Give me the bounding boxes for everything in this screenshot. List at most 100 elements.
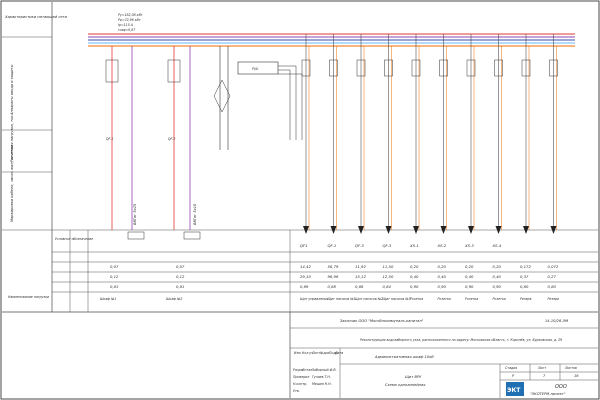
right-feeder-5-tag: XS-1 bbox=[409, 243, 419, 248]
sheet-value: 7 bbox=[543, 374, 546, 378]
right-feeder-3-cos: 0,86 bbox=[355, 284, 364, 289]
right-feeder-6-tag: XS-2 bbox=[437, 243, 447, 248]
row-label-device: Аппараты ввода и защиты bbox=[10, 64, 14, 116]
left-feeder-2: QF-2 ВВГнг 5х10 bbox=[167, 46, 201, 240]
right-feeder-7-cos: 0,90 bbox=[465, 284, 474, 289]
right-feeder-9-power: 0,172 bbox=[520, 264, 531, 269]
right-feeder-9-name: Резерв bbox=[520, 297, 532, 301]
right-feeder-4-node-icon bbox=[385, 226, 392, 234]
right-feeder-3-name: Щит насосов №2 bbox=[355, 297, 383, 301]
left-feeder-2-node bbox=[183, 231, 201, 240]
person-role-2: Проверил bbox=[293, 375, 309, 379]
right-feeder-6-name: Розетка bbox=[438, 297, 451, 301]
right-feeder-1-node-icon bbox=[303, 226, 309, 234]
right-feeder-3-current: 15,12 bbox=[355, 274, 366, 279]
right-feeder-3-tag: QF-3 bbox=[355, 243, 364, 248]
right-feeder-10-node-icon bbox=[550, 226, 557, 234]
left-1-name: Шкаф №1 bbox=[100, 297, 116, 301]
right-feeder-4-current: 12,50 bbox=[383, 274, 394, 279]
left-1-cos: 0,81 bbox=[110, 284, 118, 289]
row-label-node: Условное обозначение bbox=[55, 237, 93, 241]
company-logo-text: ЭКТ bbox=[507, 387, 521, 394]
right-feeder-7-breaker bbox=[466, 59, 476, 77]
title-line-2: Щит ВРУ bbox=[405, 375, 422, 379]
right-feeder-8-cos: 0,90 bbox=[493, 284, 502, 289]
right-feeder-5-node-icon bbox=[413, 226, 419, 234]
right-feeder-8-breaker bbox=[494, 59, 503, 77]
right-feeder-10-breaker bbox=[549, 59, 558, 77]
right-feeder-9-breaker bbox=[521, 59, 531, 77]
right-feeder-7-current: 0,40 bbox=[465, 274, 474, 279]
supply-current: Iр=115 А bbox=[118, 23, 133, 27]
left-table-values: 0,07 0,12 0,81 Шкаф №1 0,07 0,12 0,81 Шк… bbox=[100, 264, 185, 301]
right-feeder-2-current: 96,96 bbox=[328, 274, 339, 279]
supply-cos: cosφ=0,87 bbox=[118, 28, 135, 32]
right-feeder-5-power: 0,20 bbox=[410, 264, 419, 269]
row-label-consumer-name: Наименование нагрузки bbox=[8, 295, 49, 299]
right-feeder-3-breaker bbox=[356, 59, 366, 77]
sign-hdr-4: №док bbox=[319, 351, 329, 355]
person-name-1: Заборный Ф.В. bbox=[312, 368, 337, 372]
right-feeder-1-tag: QF1 bbox=[300, 243, 308, 248]
right-feeder-2-cos: 0,88 bbox=[328, 284, 337, 289]
row-label-cable: Маркировка кабеля, число жил, сечение bbox=[10, 144, 14, 222]
sign-hdr-1: Изм. bbox=[294, 351, 302, 355]
right-feeder-7-node-icon bbox=[468, 226, 474, 234]
person-name-2: Гуляев Т.Н. bbox=[312, 375, 331, 379]
right-feeder-6-power: 0,20 bbox=[438, 264, 447, 269]
supply-power: Pу=162,08 кВт bbox=[118, 13, 143, 17]
right-feeder-1-current: 29,10 bbox=[300, 274, 311, 279]
load-table bbox=[2, 230, 598, 313]
right-feeder-2-name: Щит насосов №1 bbox=[328, 297, 356, 301]
left-feeder-2-cable: ВВГнг 5х10 bbox=[193, 203, 197, 225]
sign-hdr-3: Лист bbox=[311, 351, 320, 355]
sign-hdr-2: Кол.уч bbox=[302, 351, 313, 355]
title-line-3: Схема однолинейная bbox=[385, 383, 426, 387]
company-logo-icon bbox=[506, 382, 524, 396]
right-feeder-10-current: 0,27 bbox=[548, 274, 557, 279]
right-feeder-10-name: Резерв bbox=[548, 297, 560, 301]
row-label-supply: Характеристики питающей сети bbox=[4, 15, 68, 19]
person-name-3: Мешин Н.Н. bbox=[312, 382, 332, 386]
left-feeder-1-breaker: QF-1 bbox=[106, 137, 113, 141]
right-feeder-5-current: 0,40 bbox=[410, 274, 419, 279]
stage-hdr: Стадия bbox=[505, 366, 517, 370]
right-feeder-4-power: 11,50 bbox=[383, 264, 394, 269]
person-role-4: Утв. bbox=[293, 389, 300, 393]
stage-value: Р bbox=[512, 374, 515, 378]
left-2-power: 0,07 bbox=[176, 264, 185, 269]
right-feeder-7-name: Розетка bbox=[465, 297, 478, 301]
right-feeder-6-cos: 0,90 bbox=[438, 284, 447, 289]
left-feeder-1-cable: ВВГнг 5х25 bbox=[133, 203, 137, 225]
right-feeder-3-node-icon bbox=[358, 226, 364, 234]
right-feeder-4-name: Щит насосов №3 bbox=[383, 297, 411, 301]
meter-wiring bbox=[278, 65, 303, 140]
title-line-1: Административная шкаф 10кВ bbox=[374, 355, 434, 359]
right-feeder-8-name: Розетка bbox=[493, 297, 506, 301]
right-feeder-2-breaker bbox=[329, 59, 338, 77]
right-feeder-6-node-icon bbox=[440, 226, 447, 234]
right-feeder-7-power: 0,20 bbox=[465, 264, 474, 269]
title-object-desc: Реконструкция водозаборного узла, распол… bbox=[360, 338, 562, 342]
right-feeder-1-power: 14,42 bbox=[300, 264, 311, 269]
right-feeder-10-power: 0,072 bbox=[548, 264, 559, 269]
right-feeder-8-tag: XS-4 bbox=[492, 243, 502, 248]
right-feeder-1-name: Щит управления bbox=[300, 297, 328, 301]
right-feeder-8-power: 0,20 bbox=[493, 264, 502, 269]
left-2-name: Шкаф №2 bbox=[166, 297, 182, 301]
right-feeder-5-cos: 0,90 bbox=[410, 284, 419, 289]
left-feeder-1-node bbox=[127, 231, 145, 240]
right-feeder-4-cos: 0,84 bbox=[383, 284, 392, 289]
right-feeder-4-breaker bbox=[384, 59, 393, 77]
left-2-cos: 0,81 bbox=[176, 284, 184, 289]
right-feeder-2-tag: QF-1 bbox=[328, 243, 337, 248]
title-order: Заказчик ООО "Мособлкоммуналь-капитал" bbox=[340, 319, 424, 323]
right-feeders bbox=[301, 34, 558, 234]
left-1-current: 0,12 bbox=[110, 274, 119, 279]
title-block: Заказчик ООО "Мособлкоммуналь-капитал" 1… bbox=[289, 312, 598, 398]
right-feeder-6-current: 0,40 bbox=[438, 274, 447, 279]
title-doc-code: 14-10/26-ЭМ bbox=[545, 319, 568, 323]
company-name-1: ООО bbox=[555, 384, 567, 390]
